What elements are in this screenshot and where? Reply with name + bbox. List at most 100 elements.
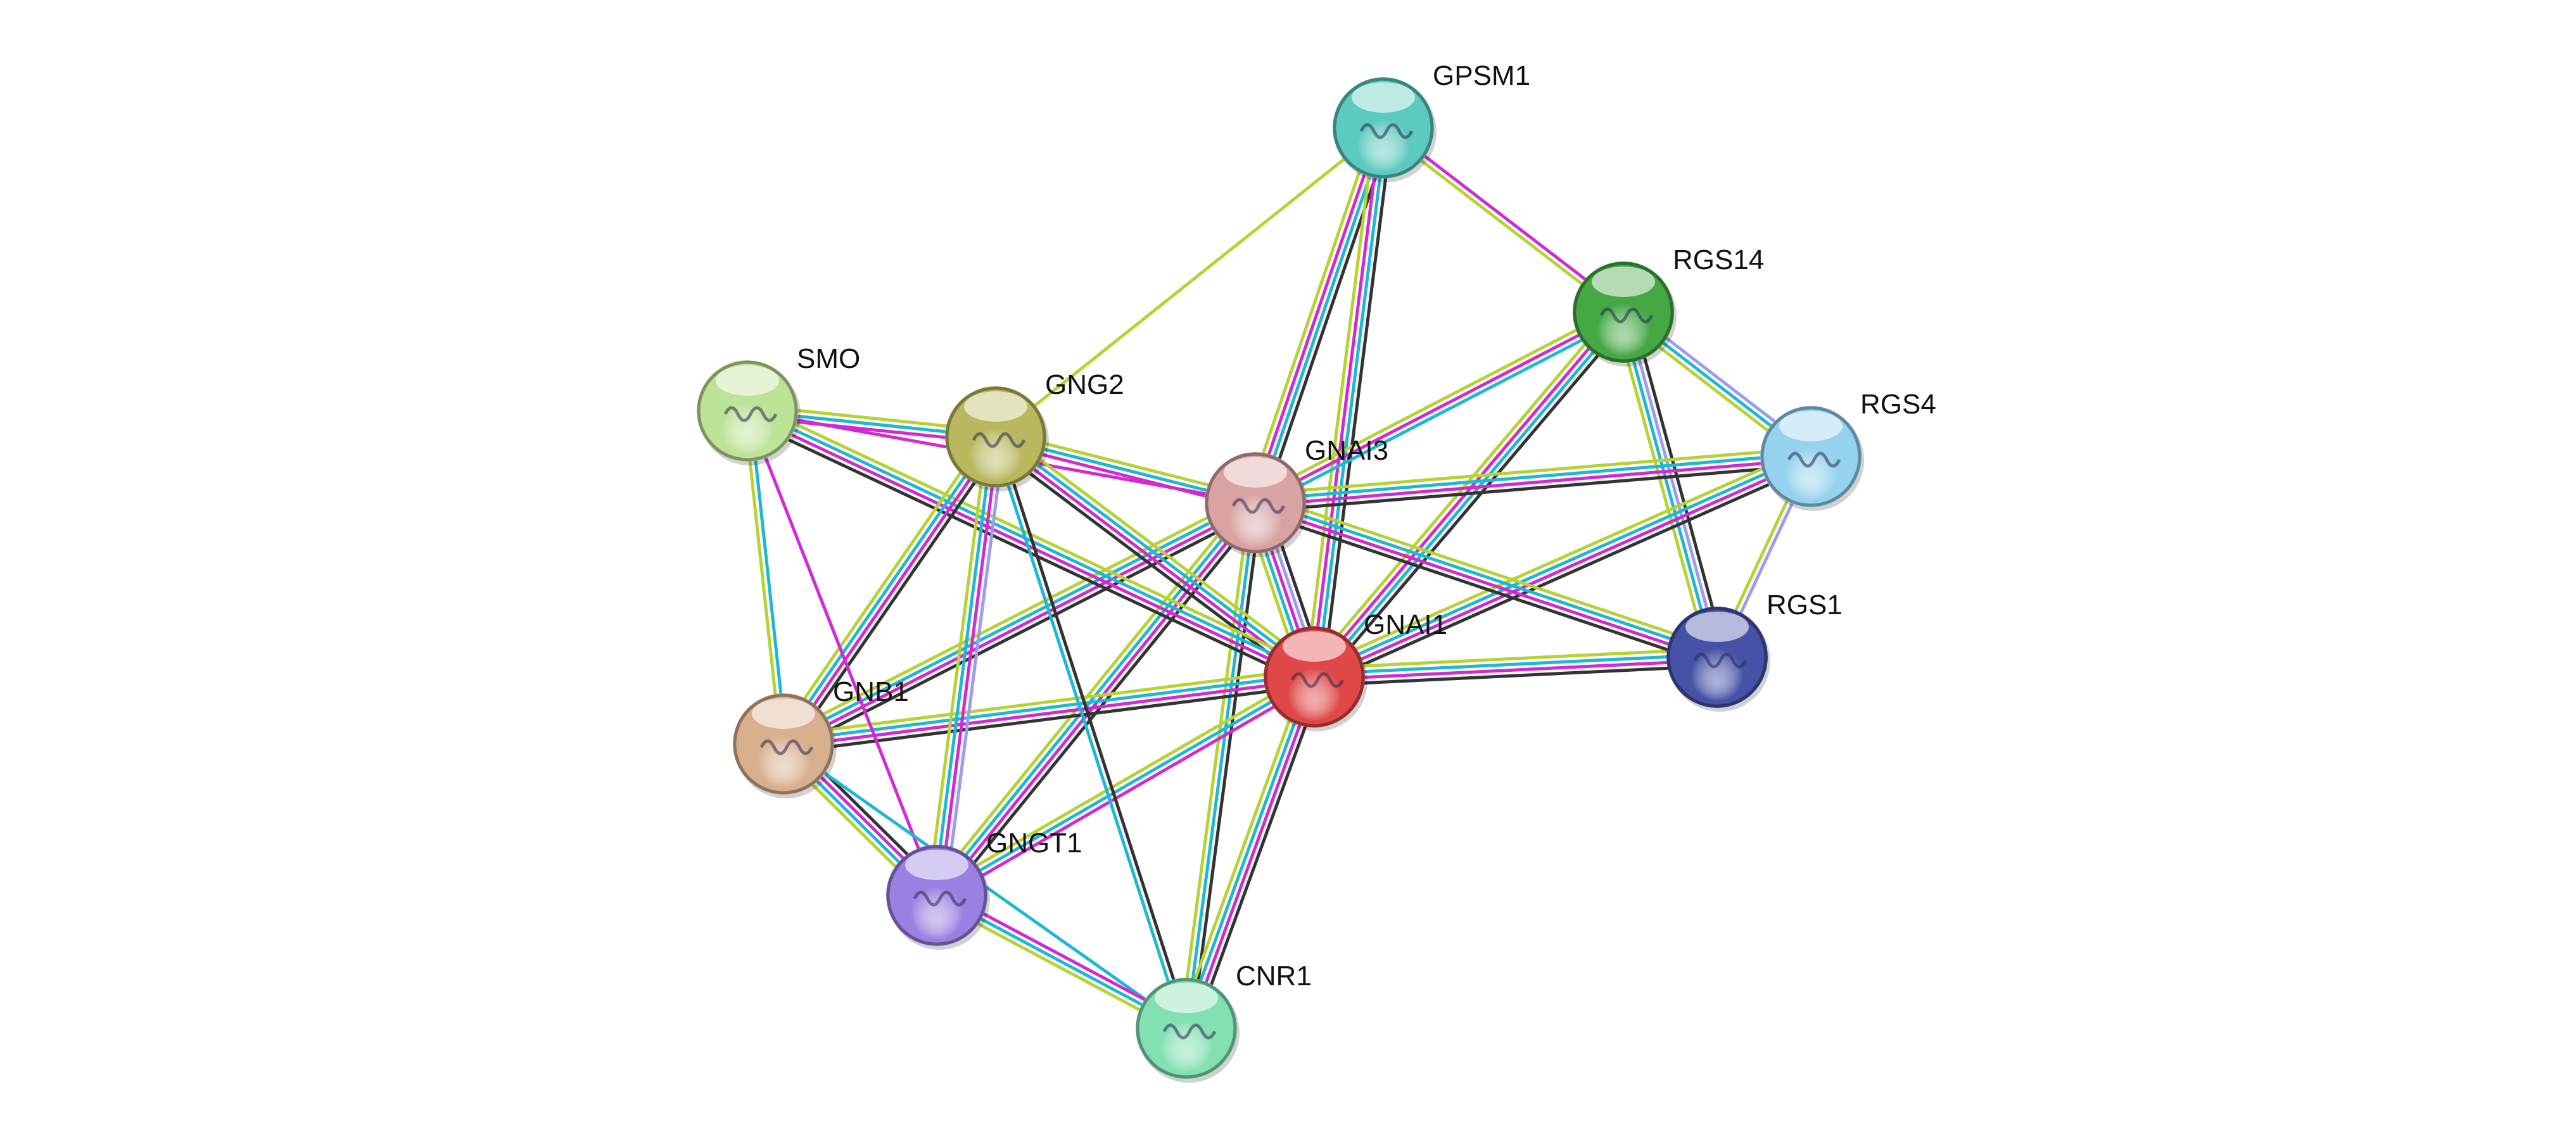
edge-gng2-gnb1[interactable] (775, 430, 1005, 751)
edge-line-textmining (1304, 125, 1377, 678)
edge-line-coexpression (1193, 678, 1324, 1033)
node-gngt1[interactable]: GNGT1 (886, 828, 1082, 950)
node-cnr1[interactable]: CNR1 (1136, 961, 1312, 1083)
edge-line-database (779, 433, 995, 744)
edge-line-textmining (1309, 447, 1810, 671)
edge-line-experiment (1253, 503, 1718, 662)
edge-line-database (932, 434, 995, 897)
protein-structure-icon (1290, 672, 1345, 688)
edge-line-textmining (743, 409, 783, 746)
edge-rgs4-gnai1[interactable] (1309, 447, 1816, 686)
edge-line-textmining (1256, 493, 1722, 651)
edge-gnai1-cnr1[interactable] (1176, 672, 1324, 1033)
edge-line-coexpression (1254, 463, 1813, 513)
edge-gnai1-gng2[interactable] (989, 428, 1321, 686)
edge-line-experiment (1310, 125, 1383, 678)
protein-structure-icon (1162, 1023, 1217, 1040)
edge-line-database (1315, 127, 1388, 679)
edge-gng2-gngt1[interactable] (927, 434, 1006, 899)
edge-line-coexpression (783, 683, 1317, 754)
node-gng2[interactable]: GNG2 (945, 369, 1124, 491)
edge-line-textmining (749, 401, 1320, 671)
node-highlight (905, 850, 968, 880)
edge-line-database (1184, 501, 1257, 1030)
protein-structure-icon (723, 406, 778, 422)
protein-structure-icon (972, 432, 1026, 448)
edge-line-database (1256, 127, 1388, 505)
edge-line-experiment (1312, 658, 1719, 681)
edge-rgs1-gnai3[interactable] (1251, 493, 1722, 667)
edge-line-experiment (782, 678, 1317, 748)
node-label: GNG2 (1045, 369, 1124, 400)
edge-line-textmining (1253, 446, 1812, 496)
node-highlight (716, 365, 779, 396)
edge-line-database (1312, 653, 1719, 676)
node-highlight (1155, 983, 1218, 1013)
node-label: GNAI3 (1305, 435, 1388, 466)
node-highlight (964, 391, 1027, 422)
edge-line-homology (943, 436, 1006, 899)
edge-line-coexpression (1630, 308, 1727, 657)
protein-structure-icon (1599, 307, 1654, 324)
edge-rgs14-gnai3[interactable] (1251, 305, 1628, 510)
edge-line-coexpression (1262, 129, 1393, 507)
edge-line-database (1619, 311, 1716, 660)
edge-rgs14-rgs1[interactable] (1613, 308, 1727, 662)
edge-gnai1-gngt1[interactable] (932, 670, 1319, 902)
edge-line-textmining (1176, 672, 1308, 1027)
edge-gpsm1-gnai3[interactable] (1245, 123, 1393, 507)
node-label: RGS1 (1767, 590, 1843, 621)
edge-gng2-cnr1[interactable] (991, 434, 1191, 1031)
node-highlight (1224, 457, 1287, 488)
edge-line-experiment (746, 409, 939, 897)
node-label: GNB1 (833, 676, 909, 707)
node-gnai3[interactable]: GNAI3 (1205, 435, 1388, 557)
node-rgs4[interactable]: RGS4 (1760, 389, 1936, 511)
edge-line-coexpression (1319, 316, 1632, 684)
node-gnb1[interactable]: GNB1 (733, 676, 909, 798)
edge-line-database (996, 432, 1318, 676)
edge-gnai3-gnb1[interactable] (778, 493, 1261, 754)
protein-structure-icon (1231, 498, 1286, 514)
edge-smo-gnb1[interactable] (743, 409, 788, 746)
node-label: RGS14 (1673, 244, 1764, 275)
node-rgs14[interactable]: RGS14 (1573, 244, 1764, 367)
node-highlight (1592, 267, 1655, 297)
node-smo[interactable]: SMO (697, 343, 860, 465)
edge-gnai3-cnr1[interactable] (1179, 500, 1263, 1031)
node-highlight (1352, 82, 1415, 113)
node-gnai1[interactable]: GNAI1 (1264, 609, 1447, 731)
edge-line-database (1256, 315, 1628, 510)
protein-structure-icon (913, 890, 967, 907)
edge-line-experiment (1251, 125, 1383, 504)
edge-smo-gngt1[interactable] (746, 409, 939, 897)
edge-line-experiment (1253, 310, 1625, 505)
edge-line-coexpression (996, 434, 1191, 1030)
edge-line-textmining (1251, 305, 1623, 500)
edge-line-coexpression (1321, 127, 1393, 680)
node-gpsm1[interactable]: GPSM1 (1333, 60, 1530, 182)
edge-rgs4-gnai3[interactable] (1253, 446, 1813, 513)
node-label: GPSM1 (1433, 60, 1530, 91)
edge-line-coexpression (1190, 501, 1263, 1031)
edge-line-experiment (937, 436, 1000, 898)
edge-rgs1-gnai1[interactable] (1312, 647, 1720, 687)
node-label: GNGT1 (986, 828, 1082, 859)
node-highlight (1685, 612, 1749, 642)
node-highlight (1779, 411, 1843, 441)
protein-structure-icon (1693, 652, 1748, 669)
edge-gpsm1-gng2[interactable] (994, 126, 1385, 439)
edge-line-coexpression (989, 442, 1311, 686)
edge-gpsm1-gnai1[interactable] (1304, 125, 1393, 680)
edge-line-textmining (932, 670, 1313, 892)
node-highlight (1283, 631, 1346, 662)
edge-line-textmining (929, 495, 1251, 892)
node-rgs1[interactable]: RGS1 (1666, 590, 1843, 712)
edge-line-experiment (938, 680, 1319, 902)
edge-line-coexpression (789, 440, 1005, 751)
edge-line-database (1182, 674, 1314, 1029)
edge-line-textmining (775, 430, 991, 741)
edge-line-coexpression (1313, 664, 1720, 687)
protein-structure-icon (759, 739, 814, 755)
